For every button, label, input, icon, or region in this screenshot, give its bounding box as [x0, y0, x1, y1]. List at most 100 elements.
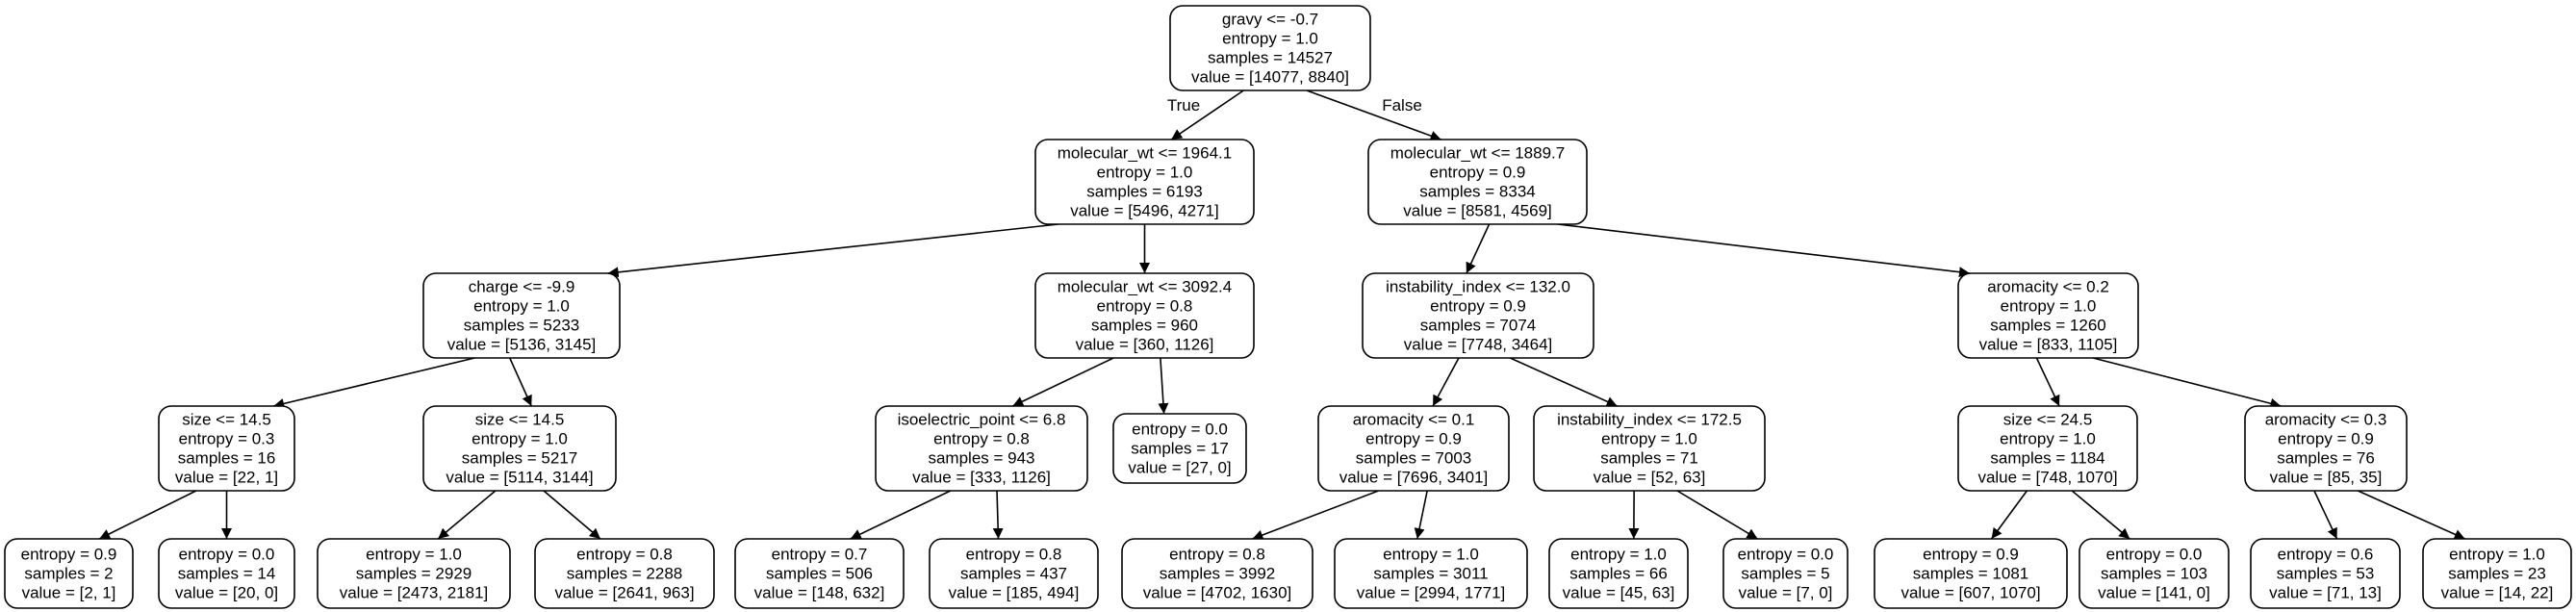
tree-node-line: entropy = 0.7 — [772, 546, 868, 564]
tree-node-line: value = [52, 63] — [1594, 469, 1706, 487]
tree-edge — [2071, 490, 2130, 540]
tree-edge-line — [509, 357, 532, 407]
tree-node-box — [1548, 538, 1689, 609]
tree-node-line: value = [4702, 1630] — [1143, 584, 1292, 602]
tree-node-line: entropy = 0.9 — [1365, 430, 1462, 448]
tree-node-box — [1317, 405, 1510, 492]
tree-node-line: value = [14, 22] — [2441, 584, 2554, 602]
tree-node-line: samples = 943 — [928, 449, 1034, 468]
tree-node-line: samples = 17 — [1131, 440, 1229, 458]
tree-node-line: value = [748, 1070] — [1977, 469, 2117, 487]
tree-edge-line — [543, 490, 601, 540]
tree-node-line: value = [2641, 963] — [554, 584, 694, 602]
tree-node-box — [158, 405, 295, 492]
tree-node-line: value = [148, 632] — [754, 584, 885, 602]
tree-edge — [2035, 357, 2060, 407]
tree-node-line: samples = 2 — [24, 565, 113, 583]
tree-edge-line — [1510, 357, 1618, 407]
tree-node-line: entropy = 0.0 — [2106, 546, 2203, 564]
tree-node-line: samples = 3992 — [1160, 565, 1276, 583]
tree-node-line: aromacity <= 0.1 — [1353, 411, 1475, 429]
tree-node-line: entropy = 1.0 — [2000, 430, 2096, 448]
tree-node-line: samples = 14 — [178, 565, 276, 583]
tree-node-box — [1112, 413, 1247, 484]
tree-node-line: gravy <= -0.7 — [1222, 11, 1318, 29]
tree-node-line: entropy = 0.0 — [1132, 421, 1228, 439]
tree-edge-line — [2313, 490, 2338, 540]
tree-node-line: samples = 103 — [2101, 565, 2207, 583]
tree-node-line: value = [85, 35] — [2270, 469, 2383, 487]
tree-node-line: samples = 7003 — [1356, 449, 1472, 468]
tree-node-line: value = [2994, 1771] — [1357, 584, 1506, 602]
tree-edge — [607, 223, 1058, 278]
tree-node-line: entropy = 0.8 — [1169, 546, 1265, 564]
tree-node-line: samples = 1260 — [1990, 317, 2106, 335]
tree-node-line: instability_index <= 132.0 — [1386, 278, 1570, 296]
tree-node-line: value = [71, 13] — [2269, 584, 2382, 602]
tree-node-line: samples = 960 — [1091, 317, 1198, 335]
tree-edge-line — [1676, 490, 1758, 540]
tree-node-line: value = [185, 494] — [949, 584, 1080, 602]
tree-edge-line — [1990, 490, 2028, 540]
tree-node-line: entropy = 0.9 — [21, 546, 117, 564]
tree-node-line: value = [2473, 2181] — [340, 584, 489, 602]
tree-node-box — [534, 538, 715, 609]
tree-node-line: value = [2, 1] — [22, 584, 116, 602]
tree-node-line: value = [833, 1105] — [1979, 336, 2118, 354]
tree-node-line: entropy = 0.6 — [2278, 546, 2374, 564]
tree-node-line: value = [20, 0] — [175, 584, 278, 602]
tree-edge — [2358, 490, 2465, 540]
tree-node-line: molecular_wt <= 1889.7 — [1390, 144, 1565, 163]
tree-edge — [1414, 490, 1428, 540]
tree-node-line: entropy = 0.0 — [179, 546, 275, 564]
tree-edge — [1466, 223, 1491, 274]
tree-node-line: entropy = 0.8 — [1097, 297, 1193, 316]
tree-edge-line — [2035, 357, 2060, 407]
tree-node-line: value = [27, 0] — [1128, 459, 1231, 477]
tree-edge-line — [1306, 89, 1441, 141]
tree-node-line: samples = 1081 — [1913, 565, 2029, 583]
tree-node-line: entropy = 1.0 — [366, 546, 462, 564]
tree-node-line: molecular_wt <= 1964.1 — [1058, 144, 1232, 163]
edge-label-false: False — [1382, 96, 1422, 115]
tree-node-line: samples = 14527 — [1208, 49, 1333, 67]
tree-node-line: entropy = 0.8 — [933, 430, 1030, 448]
tree-node-line: samples = 2288 — [567, 565, 683, 583]
tree-node-line: value = [5114, 3144] — [446, 469, 593, 487]
tree-node-box — [1722, 538, 1849, 609]
tree-node-line: entropy = 1.0 — [2001, 297, 2097, 316]
tree-node-line: isoelectric_point <= 6.8 — [898, 411, 1066, 429]
tree-edge-line — [1432, 357, 1460, 407]
tree-edge-line — [1466, 223, 1491, 274]
tree-node-line: entropy = 1.0 — [1383, 546, 1479, 564]
tree-node-box — [1034, 139, 1255, 225]
tree-node-box — [1874, 538, 2068, 609]
tree-edge — [1306, 89, 1441, 141]
tree-node-box — [1334, 538, 1528, 609]
tree-node-line: entropy = 0.8 — [576, 546, 673, 564]
tree-node-line: entropy = 1.0 — [1601, 430, 1697, 448]
tree-node-line: value = [607, 1070] — [1900, 584, 2040, 602]
tree-node-line: value = [141, 0] — [2098, 584, 2210, 602]
tree-node-line: instability_index <= 172.5 — [1557, 411, 1742, 429]
tree-edge-line — [1414, 490, 1428, 540]
tree-edge — [850, 490, 952, 540]
tree-node-line: aromacity <= 0.3 — [2265, 411, 2387, 429]
tree-edge — [1170, 89, 1244, 140]
tree-node-line: entropy = 0.9 — [1923, 546, 2019, 564]
tree-node-line: value = [5496, 4271] — [1070, 202, 1219, 220]
